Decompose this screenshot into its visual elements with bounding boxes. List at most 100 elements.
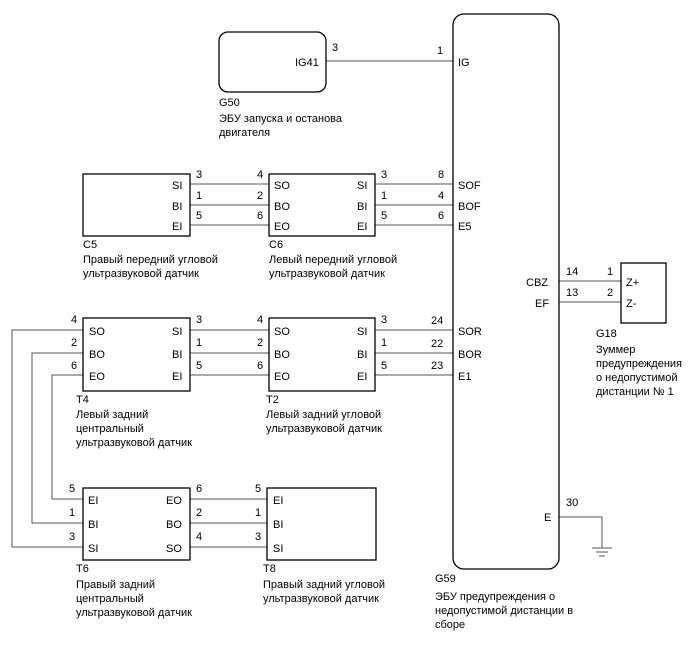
t4-caption-line-1: Левый задний [76, 409, 148, 421]
t4-pin-bo-name: BO [89, 349, 105, 361]
t6-id: T6 [76, 563, 89, 575]
g59-pin-e-name: E [544, 512, 551, 524]
t2-pin-so-no: 4 [257, 314, 263, 326]
c6-pin-eo-name: EO [274, 221, 290, 233]
c6-pin-so-name: SO [274, 180, 290, 192]
t2-pin-eo-name: EO [274, 371, 290, 383]
t2-caption-line-2: ультразвуковой датчик [266, 423, 382, 435]
g59-pin-bof-no: 4 [438, 190, 444, 202]
c6-pin-si-no: 3 [381, 169, 387, 181]
t8-pin-ei-no: 5 [255, 483, 261, 495]
t8-caption-line-1: Правый задний угловой [263, 579, 385, 591]
t6-pin-ei-name: EI [88, 495, 98, 507]
t8-id: T8 [263, 563, 276, 575]
g18-caption-line-1: Зуммер [596, 344, 635, 356]
t8-pin-bi-no: 1 [255, 507, 261, 519]
g18-box [620, 262, 667, 324]
t4-pin-bi-no: 1 [196, 337, 202, 349]
g59-pin-e1-name: E1 [458, 371, 471, 383]
component-t2: 4 2 6 SO BO EO SI BI EI 3 1 5 T2 Левый з… [257, 314, 387, 435]
g59-pin-ef-name: EF [535, 298, 549, 310]
t8-pin-bi-name: BI [273, 519, 283, 531]
c6-pin-eo-no: 6 [257, 210, 263, 222]
g59-box [452, 13, 560, 570]
g18-pin-zminus-no: 2 [607, 287, 613, 299]
component-g59: 1 IG 8 SOF 4 BOF 6 E5 CBZ 14 EF 13 24 SO… [431, 13, 578, 631]
t2-pin-si-name: SI [357, 326, 367, 338]
g59-pin-bor-no: 22 [431, 338, 443, 350]
t6-pin-so-no: 4 [196, 531, 202, 543]
component-t6: 5 1 3 EI BI SI EO BO SO 6 2 4 T6 Правый … [69, 483, 202, 619]
g59-pin-e5-no: 6 [438, 210, 444, 222]
g18-caption-line-2: предупреждения [596, 358, 682, 370]
wires [11, 60, 621, 557]
g50-caption-line-2: двигателя [219, 127, 270, 139]
t6-caption-line-3: ультразвуковой датчик [76, 607, 192, 619]
t2-pin-ei-no: 5 [381, 360, 387, 372]
c5-id: C5 [83, 239, 97, 251]
g50-caption-line-1: ЭБУ запуска и останова [219, 113, 343, 125]
c5-pin-si-no: 3 [196, 169, 202, 181]
g59-pin-e5-name: E5 [458, 221, 471, 233]
t4-pin-si-no: 3 [196, 314, 202, 326]
c6-caption-line-1: Левый передний угловой [269, 254, 397, 266]
g59-pin-ef-no: 13 [566, 287, 578, 299]
component-g18: 1 2 Z+ Z- G18 Зуммер предупреждения о не… [596, 262, 682, 398]
t6-pin-bo-no: 2 [196, 507, 202, 519]
g18-pin-zplus-name: Z+ [626, 277, 639, 289]
c6-pin-si-name: SI [357, 180, 367, 192]
t6-box [82, 487, 191, 561]
t2-pin-si-no: 3 [381, 314, 387, 326]
wire-t4-bo-t6-bi [31, 352, 83, 524]
t4-caption-line-2: центральный [76, 423, 144, 435]
t4-pin-bi-name: BI [172, 349, 182, 361]
c6-caption-line-2: ультразвуковой датчик [269, 268, 385, 280]
t2-box [268, 317, 376, 392]
g50-pin-number: 3 [332, 42, 338, 54]
g50-pin-label: IG41 [295, 57, 319, 69]
g18-caption-line-4: дистанции № 1 [596, 386, 674, 398]
t6-pin-si-no: 3 [69, 531, 75, 543]
t2-pin-eo-no: 6 [257, 360, 263, 372]
t4-pin-ei-name: EI [172, 371, 182, 383]
g18-id: G18 [596, 328, 617, 340]
g50-box [218, 31, 327, 93]
t4-pin-bo-no: 2 [71, 337, 77, 349]
t8-pin-si-no: 3 [255, 531, 261, 543]
t8-pin-si-name: SI [273, 543, 283, 555]
t2-pin-bo-name: BO [274, 349, 290, 361]
g59-caption-line-1: ЭБУ предупреждения о [435, 591, 555, 603]
c5-pin-ei-no: 5 [196, 210, 202, 222]
c5-pin-bi-no: 1 [196, 190, 202, 202]
component-t8: 5 1 3 EI BI SI T8 Правый задний угловой … [255, 483, 385, 605]
c5-pin-si-name: SI [172, 180, 182, 192]
g59-pin-e1-no: 23 [431, 360, 443, 372]
c5-caption-line-2: ультразвуковой датчик [83, 268, 199, 280]
g59-caption-line-3: сборе [435, 619, 465, 631]
t2-id: T2 [266, 394, 279, 406]
c6-box [268, 173, 376, 237]
g59-pin-ig-no: 1 [437, 45, 443, 57]
g18-pin-zplus-no: 1 [607, 266, 613, 278]
g59-pin-cbz-no: 14 [566, 266, 578, 278]
t6-pin-eo-name: EO [166, 495, 182, 507]
wire-t4-eo-t6-ei [51, 374, 83, 500]
c6-pin-bi-name: BI [357, 201, 367, 213]
c5-caption-line-1: Правый передний угловой [83, 254, 218, 266]
component-c6: 4 2 6 SO BO EO SI BI EI 3 1 5 C6 Левый п… [257, 169, 397, 280]
g59-pin-sor-name: SOR [458, 326, 482, 338]
g59-pin-ig-name: IG [458, 57, 470, 69]
t4-pin-eo-name: EO [89, 371, 105, 383]
c6-pin-bo-name: BO [274, 201, 290, 213]
t2-pin-bo-no: 2 [257, 337, 263, 349]
g59-pin-sof-name: SOF [458, 180, 481, 192]
t6-pin-so-name: SO [166, 543, 182, 555]
g59-pin-e-no: 30 [566, 497, 578, 509]
t6-pin-bi-name: BI [88, 519, 98, 531]
t2-caption-line-1: Левый задний угловой [266, 409, 381, 421]
t6-pin-eo-no: 6 [196, 483, 202, 495]
t6-pin-bo-name: BO [166, 519, 182, 531]
component-t4: 4 2 6 SO BO EO SI BI EI 3 1 5 T4 Левый з… [71, 314, 202, 449]
t4-pin-eo-no: 6 [71, 360, 77, 372]
